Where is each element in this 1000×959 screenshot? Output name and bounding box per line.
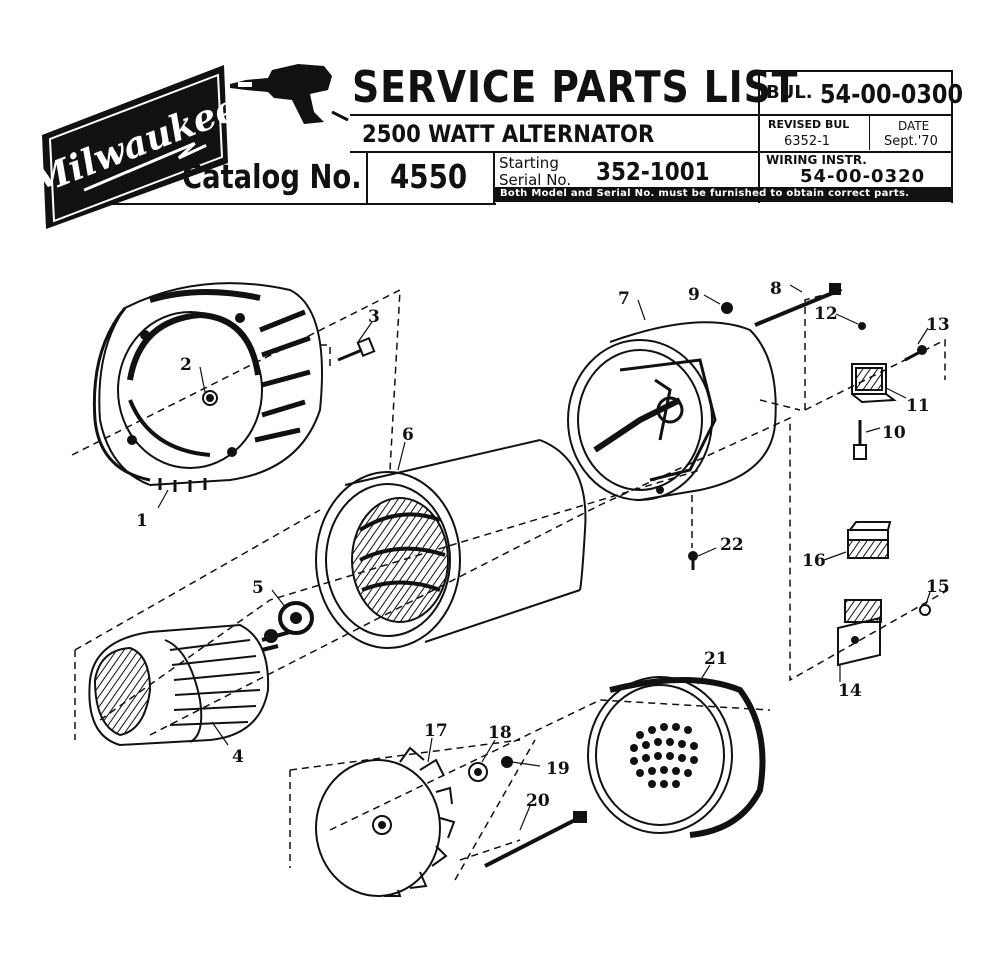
header-rule-bottom — [110, 203, 496, 205]
bulletin-prefix: BUL. — [766, 82, 813, 103]
callout-16: 16 — [802, 551, 826, 571]
callout-7: 7 — [618, 289, 630, 309]
part-3-screw — [337, 336, 376, 362]
callout-21: 21 — [704, 649, 728, 669]
wiring-label: WIRING INSTR. — [766, 153, 867, 167]
part-11-receptacle — [851, 363, 897, 404]
callout-8: 8 — [770, 279, 782, 299]
callout-11: 11 — [906, 396, 930, 416]
part-18-washer — [468, 762, 488, 782]
exploded-parts-diagram: 1 2 3 4 5 6 7 8 9 10 11 12 13 14 15 16 1… — [71, 279, 950, 897]
part-20-bolt — [484, 811, 587, 868]
header-vline-a — [758, 70, 760, 203]
part-12-screw — [858, 322, 866, 330]
callout-19: 19 — [546, 759, 570, 779]
part-21-end-cover — [587, 676, 766, 838]
part-7-stator-housing — [567, 321, 777, 501]
callout-2: 2 — [180, 355, 192, 375]
part-15-screw — [919, 604, 931, 616]
catalog-label: Catalog No. — [182, 157, 362, 196]
date-label: DATE — [898, 119, 930, 133]
notice-text: Both Model and Serial No. must be furnis… — [500, 188, 910, 199]
callout-17: 17 — [424, 721, 448, 741]
serial-label: Serial No. — [499, 171, 572, 189]
wiring-value: 54-00-0320 — [800, 166, 926, 187]
drill-icon — [230, 64, 349, 124]
part-14-bracket — [837, 599, 882, 667]
callout-5: 5 — [252, 578, 264, 598]
part-6-stator — [315, 439, 587, 649]
callout-4: 4 — [232, 747, 244, 767]
bulletin-number: 54-00-0300 — [820, 80, 964, 110]
callout-6: 6 — [402, 425, 414, 445]
catalog-number: 4550 — [390, 157, 468, 196]
part-4-rotor — [88, 623, 291, 747]
notice-bar — [493, 187, 952, 202]
callout-3: 3 — [368, 307, 380, 327]
callout-15: 15 — [926, 577, 950, 597]
revised-value: 6352-1 — [784, 134, 831, 149]
part-10-plug — [853, 420, 867, 460]
part-19-nut — [501, 756, 513, 768]
header-vline-b — [951, 70, 953, 203]
serial-number: 352-1001 — [596, 157, 710, 186]
date-box-left — [869, 116, 870, 150]
part-13-screw — [904, 345, 927, 362]
header-rule-top — [760, 70, 952, 72]
milwaukee-logo: Milwaukee — [42, 65, 228, 229]
callout-22: 22 — [720, 535, 744, 555]
part-22-screw — [688, 551, 698, 570]
part-17-fan — [315, 746, 456, 897]
part-8-bolt — [754, 283, 841, 327]
part-1-end-bell-housing — [92, 282, 323, 492]
callout-20: 20 — [526, 791, 550, 811]
callout-18: 18 — [488, 723, 512, 743]
page-title: SERVICE PARTS LIST — [352, 62, 799, 113]
callout-1: 1 — [136, 511, 148, 531]
header-vline-c — [366, 151, 368, 203]
callout-12: 12 — [814, 304, 838, 324]
callout-10: 10 — [882, 423, 906, 443]
part-16-switch — [847, 521, 892, 559]
header-vline-d — [493, 151, 495, 203]
callout-14: 14 — [838, 681, 862, 701]
part-9-nut — [721, 302, 733, 314]
header-rule-2 — [350, 151, 952, 153]
callout-9: 9 — [688, 285, 700, 305]
starting-label: Starting — [499, 154, 559, 172]
header-rule-1 — [350, 114, 952, 116]
page-subtitle: 2500 WATT ALTERNATOR — [362, 120, 655, 148]
revised-label: REVISED BUL — [768, 118, 850, 131]
date-value: Sept.'70 — [884, 134, 938, 149]
callout-13: 13 — [926, 315, 950, 335]
part-5-bearing — [278, 601, 314, 635]
